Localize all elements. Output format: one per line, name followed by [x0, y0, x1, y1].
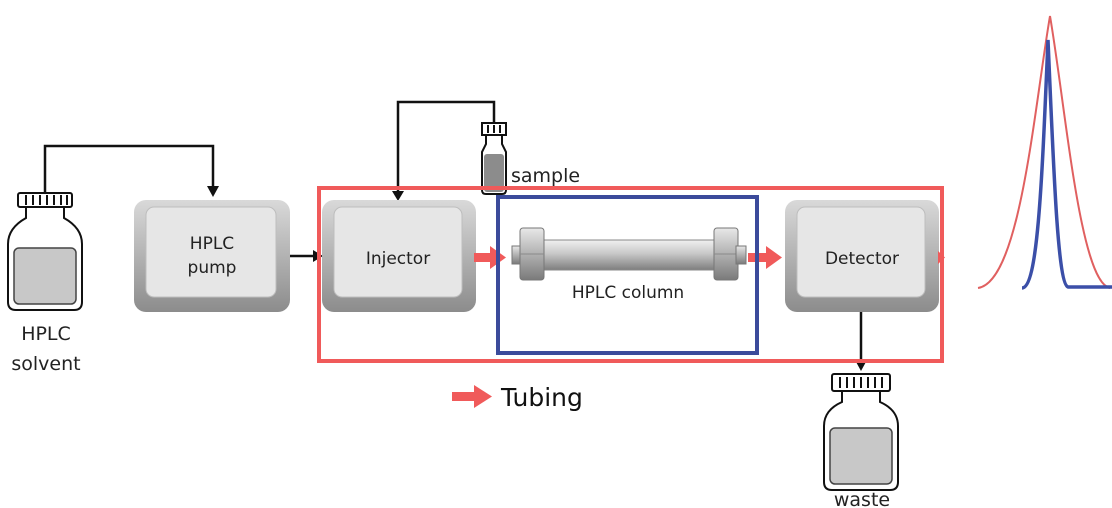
column-label: HPLC column: [572, 283, 684, 303]
sample-vial: [481, 122, 507, 195]
sample-to-injector-line: [392, 100, 496, 201]
solvent-to-pump-line: [43, 144, 219, 197]
narrow-peak: [1021, 39, 1112, 290]
solvent-bottle: [7, 192, 83, 311]
tubing-arrow-injector-column: [474, 246, 506, 269]
column-outline: [496, 195, 759, 355]
waste-bottle: [823, 373, 899, 491]
legend-tubing-arrow: [452, 385, 492, 408]
pump-label-line1: HPLC: [190, 234, 234, 254]
solvent-label-line2: solvent: [11, 353, 80, 375]
sample-label: sample: [511, 165, 580, 187]
injector-box: [322, 200, 476, 312]
detector-label: Detector: [825, 249, 899, 269]
pump-box: [134, 200, 290, 312]
tubing-arrow-column-detector: [748, 246, 782, 269]
waste-label: waste: [834, 489, 890, 508]
legend-tubing-label: Tubing: [500, 383, 583, 412]
tubing-system-outline: [317, 186, 944, 363]
solvent-label-line1: HPLC: [21, 323, 71, 345]
detector-box: [785, 200, 939, 312]
hplc-column: [511, 227, 747, 281]
injector-label: Injector: [366, 249, 430, 269]
broad-peak: [977, 15, 1111, 289]
pump-label-line2: pump: [188, 258, 237, 278]
